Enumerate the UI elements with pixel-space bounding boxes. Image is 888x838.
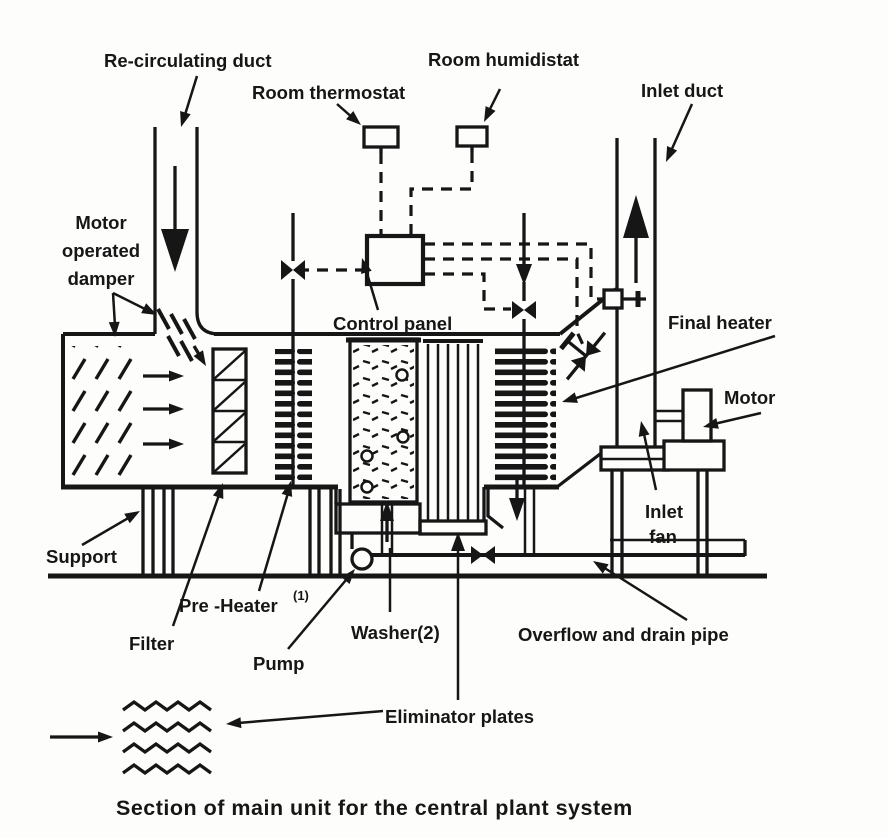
up-arrow-icon bbox=[451, 532, 465, 551]
label-eliminator-plates: Eliminator plates bbox=[225, 532, 534, 730]
damper-label-line1: Motor bbox=[75, 212, 126, 233]
down-arrow-icon bbox=[509, 498, 525, 521]
control-panel-box bbox=[364, 233, 426, 287]
pre-heater-note: (1) bbox=[293, 588, 309, 603]
label-room-humidistat: Room humidistat bbox=[428, 49, 579, 125]
valve-icon bbox=[281, 260, 293, 280]
spray-nozzle-icon bbox=[360, 480, 374, 494]
overflow-drain-label: Overflow and drain pipe bbox=[518, 624, 729, 645]
inlet-duct-label: Inlet duct bbox=[641, 80, 723, 101]
washer-tank bbox=[334, 502, 422, 535]
washer-label: Washer(2) bbox=[351, 622, 440, 643]
damper-label-line2: operated bbox=[62, 240, 140, 261]
control-panel-label: Control panel bbox=[333, 313, 452, 334]
recirculating-duct-label: Re-circulating duct bbox=[104, 50, 272, 71]
filter bbox=[211, 347, 248, 475]
pump-icon bbox=[350, 547, 374, 571]
pump-label: Pump bbox=[253, 653, 304, 674]
fresh-air-inlet-screen bbox=[66, 346, 140, 482]
label-motor: Motor bbox=[701, 387, 775, 433]
damper-louvres bbox=[156, 308, 211, 369]
airflow-arrows bbox=[143, 370, 184, 450]
inlet-fan-assembly bbox=[599, 388, 726, 574]
support-label: Support bbox=[46, 546, 117, 567]
damper-label-line3: damper bbox=[68, 268, 135, 289]
motor-pedestal bbox=[662, 439, 726, 472]
pre-heater bbox=[275, 213, 312, 487]
room-humidistat-label: Room humidistat bbox=[428, 49, 579, 70]
inlet-fan-label-line2: fan bbox=[649, 526, 677, 547]
pump-and-drain-piping bbox=[350, 477, 747, 571]
label-pump: Pump bbox=[253, 565, 360, 674]
room-thermostat-box bbox=[362, 125, 400, 149]
label-inlet-duct: Inlet duct bbox=[641, 80, 723, 165]
diagram-caption: Section of main unit for the central pla… bbox=[116, 796, 633, 820]
label-room-thermostat: Room thermostat bbox=[252, 82, 405, 130]
down-flow-arrow-icon bbox=[161, 229, 189, 272]
room-thermostat-label: Room thermostat bbox=[252, 82, 405, 103]
spray-nozzle-icon bbox=[395, 368, 409, 382]
final-heater-coil bbox=[495, 347, 556, 487]
motor-body bbox=[681, 388, 713, 443]
pre-heater-coil bbox=[275, 349, 312, 480]
eliminator-zigzag-symbol bbox=[50, 699, 212, 776]
final-heater-label: Final heater bbox=[668, 312, 772, 333]
motor-label: Motor bbox=[724, 387, 775, 408]
label-pre-heater: Pre -Heater (1) bbox=[179, 479, 309, 616]
washer bbox=[334, 337, 422, 535]
valve-icon bbox=[293, 260, 305, 280]
down-arrow-icon bbox=[516, 264, 532, 285]
label-motor-operated-damper: Motor operated damper bbox=[62, 212, 160, 338]
up-flow-arrow-icon bbox=[623, 195, 649, 238]
support-legs bbox=[141, 489, 342, 574]
label-recirculating-duct: Re-circulating duct bbox=[104, 50, 272, 129]
valve-icon bbox=[471, 546, 483, 564]
valve-icon bbox=[524, 301, 536, 319]
recirculating-duct bbox=[153, 127, 220, 336]
label-final-heater: Final heater bbox=[560, 312, 776, 408]
duct-damper-actuator bbox=[602, 288, 646, 310]
label-overflow-drain: Overflow and drain pipe bbox=[518, 556, 729, 645]
eliminator-plates-label: Eliminator plates bbox=[385, 706, 534, 727]
label-inlet-fan: Inlet fan bbox=[635, 419, 683, 547]
sloped-damper-valve bbox=[559, 331, 607, 381]
label-washer: Washer(2) bbox=[351, 548, 440, 643]
up-arrow-icon bbox=[380, 501, 394, 521]
valve-icon bbox=[512, 301, 524, 319]
final-heater bbox=[495, 213, 556, 487]
valve-icon bbox=[483, 546, 495, 564]
inlet-fan-label-line1: Inlet bbox=[645, 501, 683, 522]
spray-nozzle-icon bbox=[396, 430, 410, 444]
eliminator-plates bbox=[418, 339, 488, 536]
label-filter: Filter bbox=[129, 481, 229, 654]
control-wiring bbox=[303, 146, 603, 350]
label-support: Support bbox=[46, 506, 143, 567]
spray-nozzle-icon bbox=[360, 449, 374, 463]
room-humidistat-box bbox=[455, 125, 489, 148]
filter-label: Filter bbox=[129, 633, 174, 654]
label-control-panel: Control panel bbox=[333, 256, 452, 334]
eliminator-tray bbox=[418, 519, 488, 536]
pre-heater-label: Pre -Heater bbox=[179, 595, 278, 616]
spray-pattern bbox=[353, 345, 414, 499]
